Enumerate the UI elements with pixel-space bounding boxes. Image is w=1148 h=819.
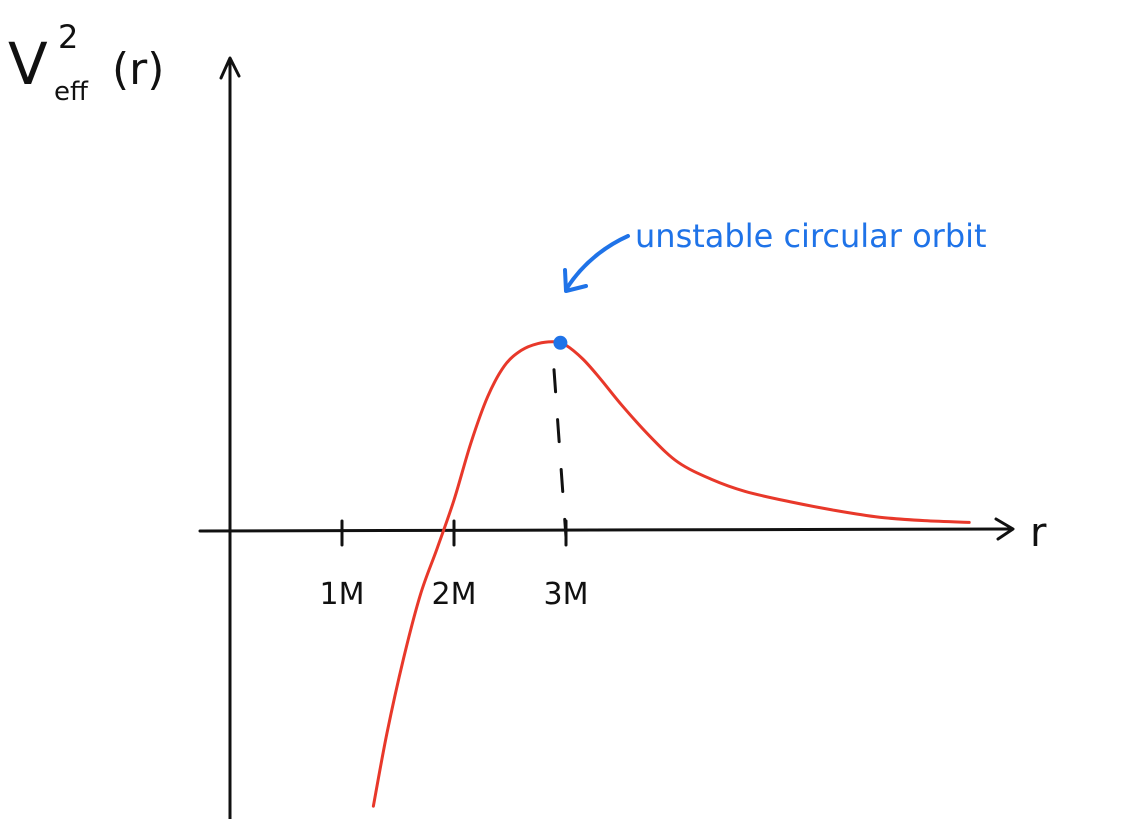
y-axis-label-superscript: 2	[58, 18, 78, 56]
x-axis-label: r	[1030, 510, 1047, 556]
y-axis-label-subscript: eff	[54, 77, 89, 107]
effective-potential-curve	[371, 340, 971, 808]
y-axis-label-suffix: (r)	[112, 44, 164, 95]
annotation-text: unstable circular orbit	[635, 217, 987, 255]
axis-labels: V 2 eff (r) r	[8, 18, 1047, 556]
x-axis-line	[198, 527, 1012, 533]
x-tick-label-2: 2M	[432, 577, 477, 612]
plot-area	[371, 340, 971, 808]
x-tick-label-1: 1M	[320, 577, 365, 612]
dashed-marker-3M	[552, 368, 568, 539]
y-axis-arrowhead	[219, 56, 241, 80]
annotation-arrow	[565, 234, 630, 290]
x-tick-label-3: 3M	[544, 577, 589, 612]
axes	[198, 56, 1015, 819]
x-axis-arrowhead	[994, 517, 1015, 541]
x-ticks: 1M 2M 3M	[320, 519, 589, 612]
unstable-orbit-point	[553, 335, 568, 350]
y-axis-label-base: V	[8, 30, 48, 98]
annotation-arrowhead	[563, 268, 588, 293]
annotation-layer: unstable circular orbit	[553, 217, 987, 350]
